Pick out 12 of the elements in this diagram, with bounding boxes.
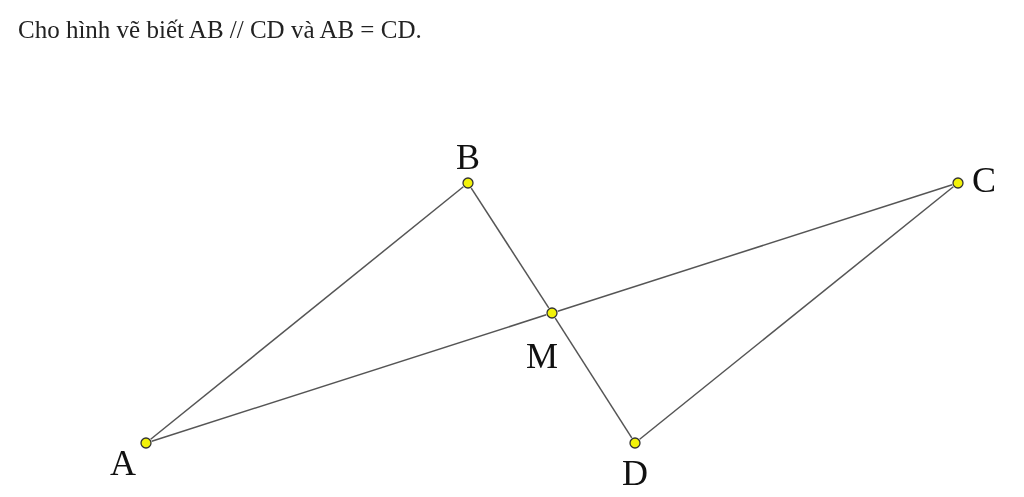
line-segment [149,186,465,440]
line-segment [556,184,954,312]
line-segment [554,317,633,439]
line-segment [150,314,548,442]
point-label: M [525,336,559,376]
line-segment [470,187,550,309]
point-label: D [621,453,649,493]
problem-statement: Cho hình vẽ biết AB // CD và AB = CD. [18,16,422,44]
point-label: C [971,160,997,200]
point-label: B [455,137,481,177]
line-segment [638,186,955,440]
point-label: A [109,443,137,483]
